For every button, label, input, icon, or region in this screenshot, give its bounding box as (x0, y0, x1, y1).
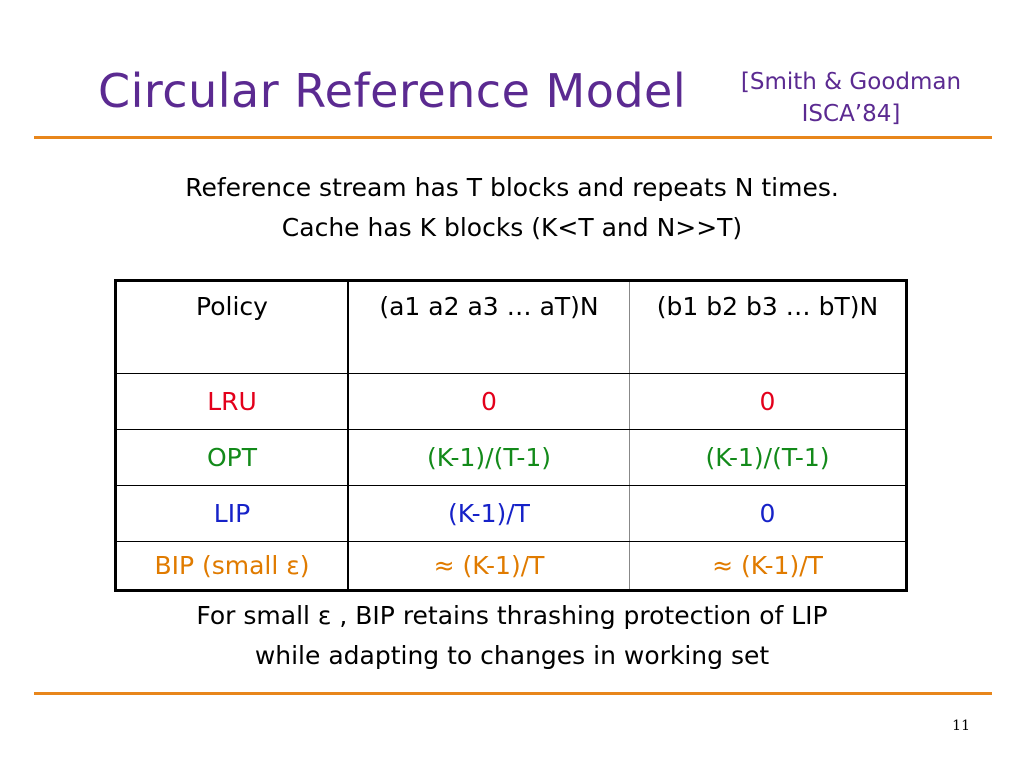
citation: [Smith & Goodman ISCA’84] (720, 66, 982, 130)
conclusion-text: For small ε , BIP retains thrashing prot… (0, 596, 1024, 676)
bip-stream-a: ≈ (K-1)/T (433, 551, 545, 580)
table-column-divider (629, 282, 630, 589)
header-stream-a: (a1 a2 a3 … aT)N (379, 292, 599, 321)
intro-line-2: Cache has K blocks (K<T and N>>T) (281, 213, 743, 242)
table-column-divider (347, 282, 349, 589)
header-policy: Policy (196, 292, 268, 321)
table-row-divider (117, 541, 905, 542)
intro-line-1: Reference stream has T blocks and repeat… (185, 173, 839, 202)
citation-line-1: [Smith & Goodman (740, 69, 962, 95)
policy-opt: OPT (206, 443, 258, 472)
conclusion-line-1: For small ε , BIP retains thrashing prot… (196, 601, 828, 630)
bip-stream-b: ≈ (K-1)/T (712, 551, 823, 580)
slide-title: Circular Reference Model (98, 64, 687, 118)
citation-line-2: ISCA’84] (801, 101, 901, 127)
opt-stream-b: (K-1)/(T-1) (705, 443, 830, 472)
policy-lru: LRU (207, 387, 257, 416)
header-stream-b: (b1 b2 b3 … bT)N (656, 292, 879, 321)
table-row-divider (117, 373, 905, 374)
intro-text: Reference stream has T blocks and repeat… (0, 168, 1024, 248)
table-row-divider (117, 485, 905, 486)
opt-stream-a: (K-1)/(T-1) (426, 443, 552, 472)
policy-bip: BIP (small ε) (154, 551, 310, 580)
table-row-divider (117, 429, 905, 430)
lru-stream-b: 0 (759, 387, 776, 416)
policy-table: Policy (a1 a2 a3 … aT)N (b1 b2 b3 … bT)N… (114, 279, 908, 592)
policy-lip: LIP (213, 499, 251, 528)
top-divider (34, 136, 992, 139)
conclusion-line-2: while adapting to changes in working set (254, 641, 770, 670)
bottom-divider (34, 692, 992, 695)
lip-stream-a: (K-1)/T (448, 499, 530, 528)
lru-stream-a: 0 (481, 387, 497, 416)
page-number: 11 (952, 718, 970, 734)
lip-stream-b: 0 (759, 499, 776, 528)
